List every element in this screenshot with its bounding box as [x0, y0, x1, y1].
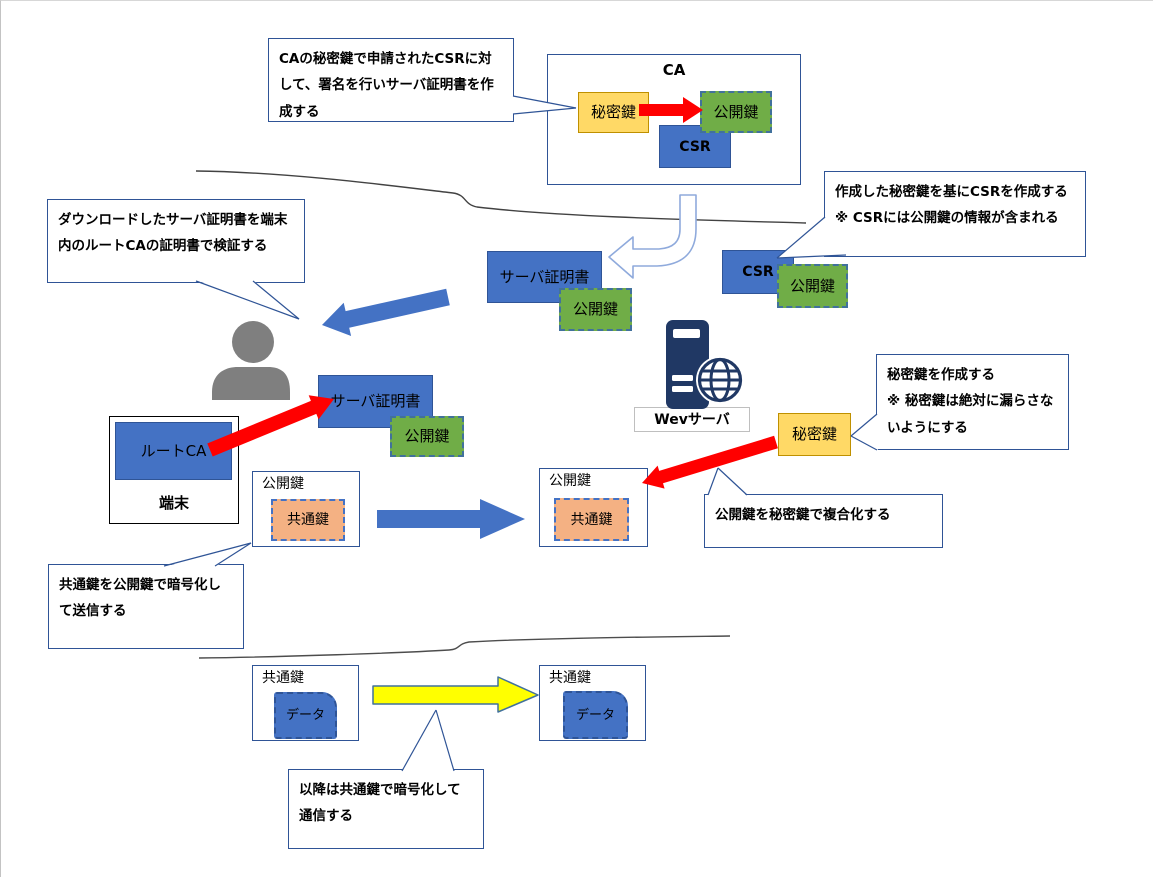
elbow-arrow — [608, 194, 697, 279]
server-cert-box-client: サーバ証明書 — [318, 375, 433, 428]
ca-public-key-box: 公開鍵 — [700, 91, 772, 133]
shared-key-box-right: 共通鍵 — [554, 498, 629, 541]
public-key-box-right: 公開鍵 — [539, 468, 648, 547]
csr-note-callout: 作成した秘密鍵を基にCSRを作成する ※ CSRには公開鍵の情報が含まれる — [824, 171, 1086, 257]
server-cert-public-key-box-top: 公開鍵 — [559, 288, 632, 331]
sign-callout: CAの秘密鍵で申請されたCSRに対して、署名を行いサーバ証明書を作成する — [268, 38, 514, 122]
ca-private-key-box: 秘密鍵 — [578, 92, 649, 133]
verify-callout: ダウンロードしたサーバ証明書を端末内のルートCAの証明書で検証する — [47, 199, 305, 283]
shared-key-box-left: 共通鍵 — [271, 499, 345, 541]
public-key-label-right: 公開鍵 — [549, 473, 591, 489]
yellow-arrow-comm — [372, 676, 539, 713]
shared-key-label-bottom-right: 共通鍵 — [549, 670, 591, 686]
blue-arrow-download — [322, 288, 450, 336]
web-server-label-box: Wevサーバ — [634, 407, 750, 432]
verify-callout-tail — [195, 280, 300, 320]
comm-callout: 以降は共通鍵で暗号化して通信する — [288, 769, 484, 849]
send-callout: 共通鍵を公開鍵で暗号化して送信する — [48, 564, 244, 649]
public-key-label-left: 公開鍵 — [262, 476, 304, 492]
ca-label: CA — [662, 61, 686, 79]
blue-arrow-send-key — [377, 499, 525, 539]
data-box-left: データ — [274, 692, 337, 739]
data-box-right: データ — [563, 691, 628, 739]
private-key-callout-tail — [850, 413, 878, 451]
shared-key-box-bottom-right: 共通鍵 — [539, 665, 646, 741]
red-arrow-decrypt — [642, 435, 778, 489]
divider-curve-bottom — [198, 635, 731, 659]
shared-key-label-bottom-left: 共通鍵 — [262, 670, 304, 686]
shared-key-box-bottom-left: 共通鍵 — [252, 665, 359, 741]
terminal-label: 端末 — [158, 494, 189, 512]
server-cert-public-key-box-client: 公開鍵 — [390, 416, 464, 457]
root-ca-box: ルートCA — [115, 422, 232, 480]
decrypt-callout-tail — [707, 467, 748, 496]
server-icon — [666, 320, 709, 409]
person-icon — [212, 321, 290, 400]
public-key-box-left: 公開鍵 — [252, 471, 360, 547]
private-key-callout: 秘密鍵を作成する ※ 秘密鍵は絶対に漏らさないようにする — [876, 354, 1069, 450]
globe-icon — [696, 356, 744, 404]
server-private-key-box: 秘密鍵 — [778, 413, 851, 456]
csr-public-key-box: 公開鍵 — [777, 264, 848, 308]
decrypt-callout: 公開鍵を秘密鍵で複合化する — [704, 494, 943, 548]
comm-callout-tail — [401, 709, 455, 772]
